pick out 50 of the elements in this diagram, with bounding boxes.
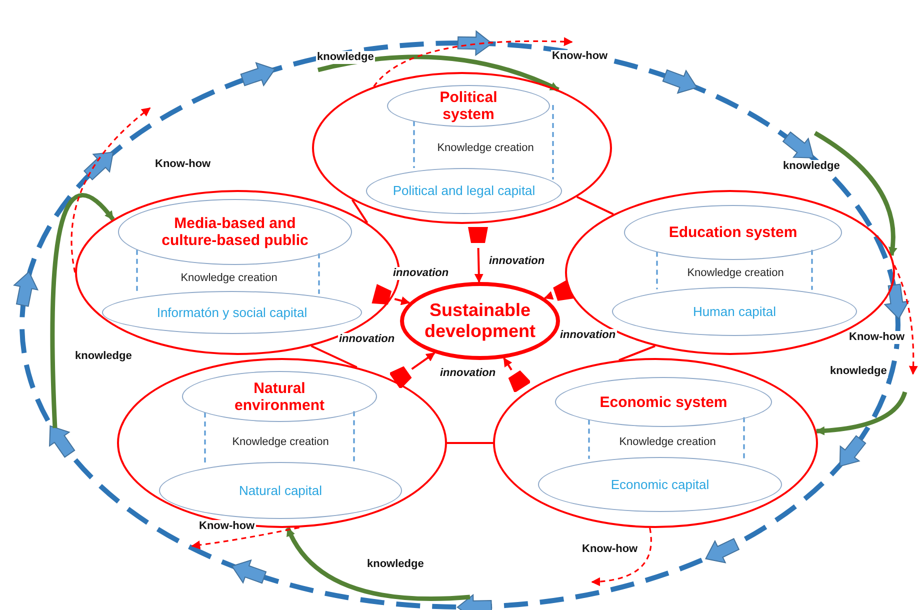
edge-label: Know-how <box>551 50 609 63</box>
arrow <box>50 193 115 428</box>
dashed-line <box>204 412 206 465</box>
edge-label: knowledge <box>829 365 888 378</box>
edge-label: Know-how <box>848 331 906 344</box>
arrow <box>816 391 908 436</box>
connector-line <box>447 442 493 444</box>
title-ellipse: Natural environment <box>182 371 377 422</box>
system-ellipse <box>312 72 612 224</box>
process-label: Knowledge creation <box>232 434 329 450</box>
connector-line <box>351 199 368 224</box>
arrow <box>70 107 151 273</box>
process-label: Knowledge creation <box>180 271 278 286</box>
process-label: Knowledge creation <box>437 140 534 156</box>
arrow <box>894 264 918 375</box>
arrow <box>191 526 300 550</box>
arrow <box>591 528 652 586</box>
capital-ellipse: Natural capital <box>159 462 402 519</box>
arrow <box>814 131 897 256</box>
edge-label: knowledge <box>316 51 375 64</box>
title-ellipse: Political system <box>387 85 550 127</box>
edge-label: knowledge <box>74 350 133 363</box>
dashed-line <box>552 105 554 180</box>
arrow <box>474 248 484 283</box>
center-ellipse: Sustainable development <box>400 282 560 360</box>
arrow <box>411 352 436 370</box>
capital-ellipse: Economic capital <box>538 457 782 512</box>
process-label: Knowledge creation <box>619 434 716 450</box>
capital-ellipse: Political and legal capital <box>366 168 562 214</box>
arrow <box>286 526 470 601</box>
arrow <box>394 296 410 306</box>
edge-label: knowledge <box>782 160 841 173</box>
arrow <box>318 54 560 92</box>
arrow <box>503 357 512 370</box>
title-ellipse: Media-based and culture-based public <box>118 199 352 265</box>
dashed-line <box>811 250 813 290</box>
dashed-line <box>318 253 320 294</box>
arrow <box>373 37 573 88</box>
title-ellipse: Education system <box>624 205 842 260</box>
arrow <box>544 291 554 300</box>
dashed-line <box>656 252 658 290</box>
dashed-line <box>588 420 590 459</box>
connector-line <box>618 345 656 362</box>
connector-line <box>576 196 614 216</box>
edge-label: knowledge <box>366 558 425 571</box>
connector-line <box>310 345 358 368</box>
title-ellipse: Economic system <box>555 377 772 427</box>
dashed-line <box>413 121 415 168</box>
process-label: Knowledge creation <box>687 266 784 282</box>
edge-label: innovation <box>392 267 450 280</box>
